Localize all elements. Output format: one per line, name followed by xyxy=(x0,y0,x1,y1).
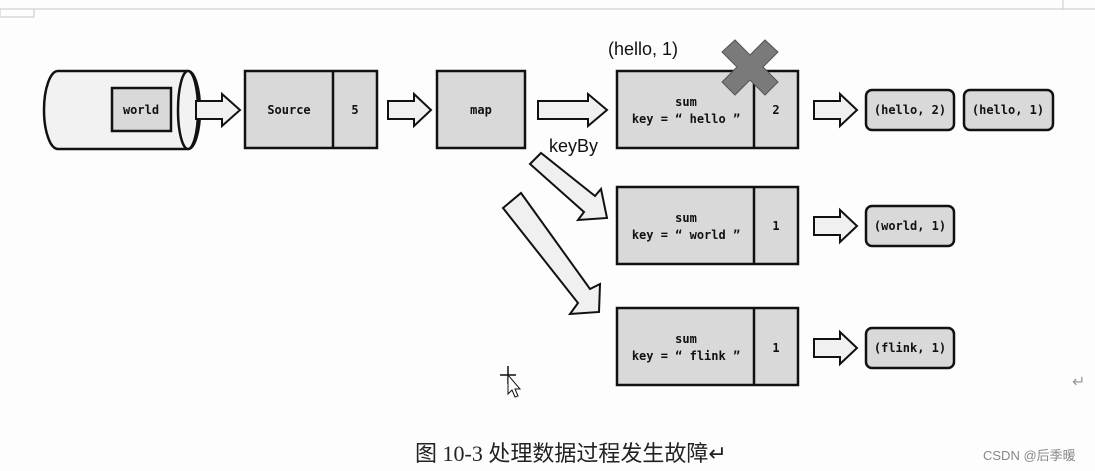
cylinder-record-box xyxy=(110,86,173,133)
failed-record-label: (hello, 1) xyxy=(608,39,678,59)
output-record-text: (world, 1) xyxy=(874,219,946,233)
arrow-diagonal-icon xyxy=(528,151,609,222)
output-record-text: (flink, 1) xyxy=(874,341,946,355)
source-operator-name: Source xyxy=(267,103,310,117)
x-icon xyxy=(721,39,779,96)
output-record xyxy=(962,88,1055,132)
sum-key: key = “ world ” xyxy=(632,228,740,242)
sum-key: key = “ flink ” xyxy=(632,349,740,363)
map-operator-name: map xyxy=(470,103,492,117)
sum-state: 2 xyxy=(772,103,779,117)
cylinder-record-text: world xyxy=(123,103,159,117)
move-cursor-icon xyxy=(500,366,522,398)
watermark: CSDN @后季暖 xyxy=(983,448,1076,463)
source-operator: Source 5 xyxy=(243,69,379,150)
output-record xyxy=(864,204,956,248)
source-operator-state: 5 xyxy=(351,103,358,117)
arrow-right-icon xyxy=(813,329,859,367)
arrow-right-icon xyxy=(195,91,242,129)
arrow-right-icon xyxy=(813,207,859,245)
sum-operator-flink: sum key = “ flink ” 1 xyxy=(615,306,800,387)
sum-title: sum xyxy=(675,211,697,225)
sum-state: 1 xyxy=(772,341,779,355)
paragraph-mark: ↵ xyxy=(1072,372,1086,391)
sum-state: 1 xyxy=(772,219,779,233)
map-operator: map xyxy=(435,69,527,150)
output-record xyxy=(864,88,956,132)
sum-operator-world: sum key = “ world ” 1 xyxy=(615,185,800,266)
sum-title: sum xyxy=(675,332,697,346)
figure-caption: 图 10-3 处理数据过程发生故障↵ xyxy=(415,441,727,466)
arrow-right-icon xyxy=(813,91,859,129)
output-record xyxy=(864,326,956,370)
output-record-text: (hello, 1) xyxy=(972,103,1044,117)
corner-mark xyxy=(0,8,35,18)
arrow-right-icon xyxy=(387,91,433,129)
source-cylinder: world xyxy=(42,69,202,151)
keyby-label: keyBy xyxy=(549,136,598,156)
sum-key: key = “ hello ” xyxy=(632,112,740,126)
output-record-text: (hello, 2) xyxy=(874,103,946,117)
arrow-diagonal-icon xyxy=(501,191,602,316)
sum-title: sum xyxy=(675,95,697,109)
arrow-right-icon xyxy=(537,91,609,129)
